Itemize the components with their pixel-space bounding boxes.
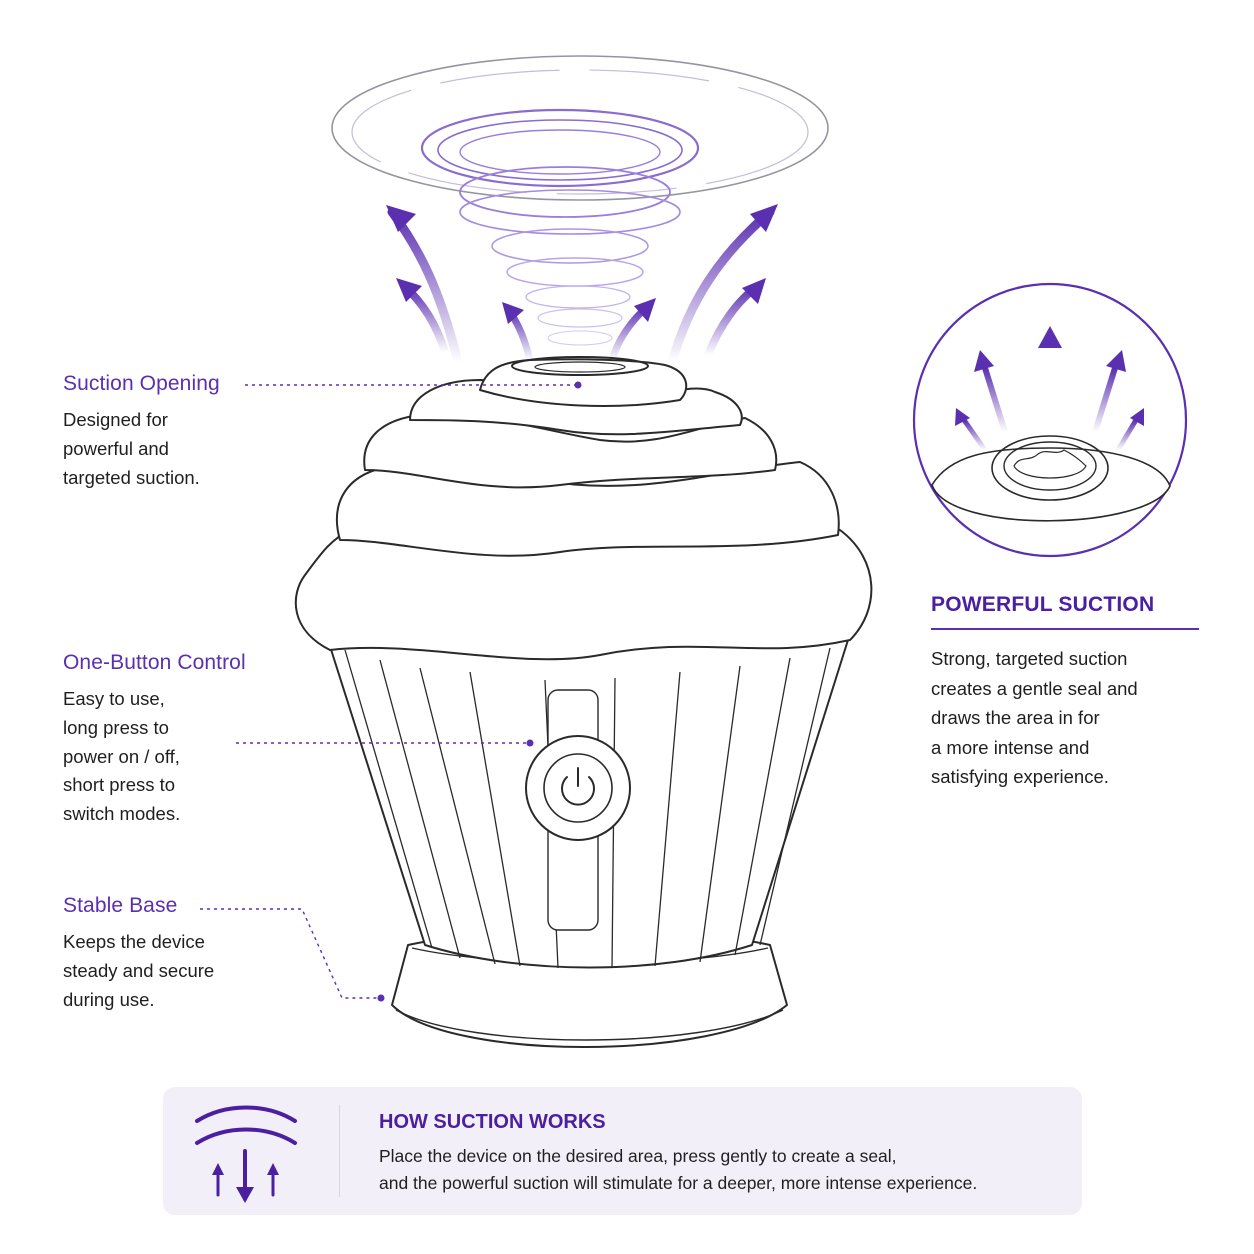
powerful-suction-line: draws the area in for (931, 707, 1100, 728)
powerful-suction-panel: POWERFUL SUCTION Strong, targeted suctio… (931, 593, 1199, 792)
stable-base-line: steady and secure (63, 959, 215, 981)
powerful-suction-line: satisfying experience. (931, 766, 1109, 787)
suction-opening-line: targeted suction. (63, 466, 200, 488)
one-button-title: One-Button Control (63, 651, 246, 674)
suction-vortex-icon (331, 55, 829, 346)
suction-opening-line: powerful and (63, 437, 169, 459)
power-icon (561, 767, 595, 806)
one-button-callout: One-Button Control Easy to use, long pre… (63, 651, 246, 829)
stable-base-callout: Stable Base Keeps the device steady and … (63, 894, 214, 1014)
one-button-line: short press to (63, 774, 176, 796)
stable-base-line: Keeps the device (63, 931, 205, 952)
suction-arrows-icon (386, 204, 778, 367)
how-suction-works-title: HOW SUCTION WORKS (379, 1111, 606, 1133)
suction-waves-icon (195, 1105, 297, 1203)
how-suction-works-box: HOW SUCTION WORKS Place the device on th… (163, 1087, 1082, 1215)
divider (339, 1105, 340, 1197)
how-suction-works-line: and the powerful suction will stimulate … (379, 1173, 978, 1193)
suction-opening-title: Suction Opening (63, 372, 220, 395)
device-body (294, 356, 873, 1048)
powerful-suction-line: creates a gentle seal and (931, 677, 1138, 699)
stable-base-line: during use. (63, 988, 155, 1010)
one-button-line: Easy to use, (63, 688, 165, 709)
powerful-suction-line: Strong, targeted suction (931, 648, 1128, 669)
one-button-line: switch modes. (63, 803, 181, 825)
powerful-suction-title: POWERFUL SUCTION (931, 593, 1199, 630)
one-button-line: long press to (63, 716, 169, 738)
stable-base-title: Stable Base (63, 894, 178, 917)
suction-opening-line: Designed for (63, 409, 168, 430)
how-suction-works-text: HOW SUCTION WORKS Place the device on th… (379, 1111, 977, 1197)
suction-detail-inset (912, 282, 1188, 558)
callout-leader-lines (200, 381, 582, 1002)
how-suction-works-line: Place the device on the desired area, pr… (379, 1146, 897, 1166)
one-button-line: power on / off, (63, 745, 180, 767)
powerful-suction-line: a more intense and (931, 736, 1090, 758)
suction-opening-callout: Suction Opening Designed for powerful an… (63, 372, 220, 492)
